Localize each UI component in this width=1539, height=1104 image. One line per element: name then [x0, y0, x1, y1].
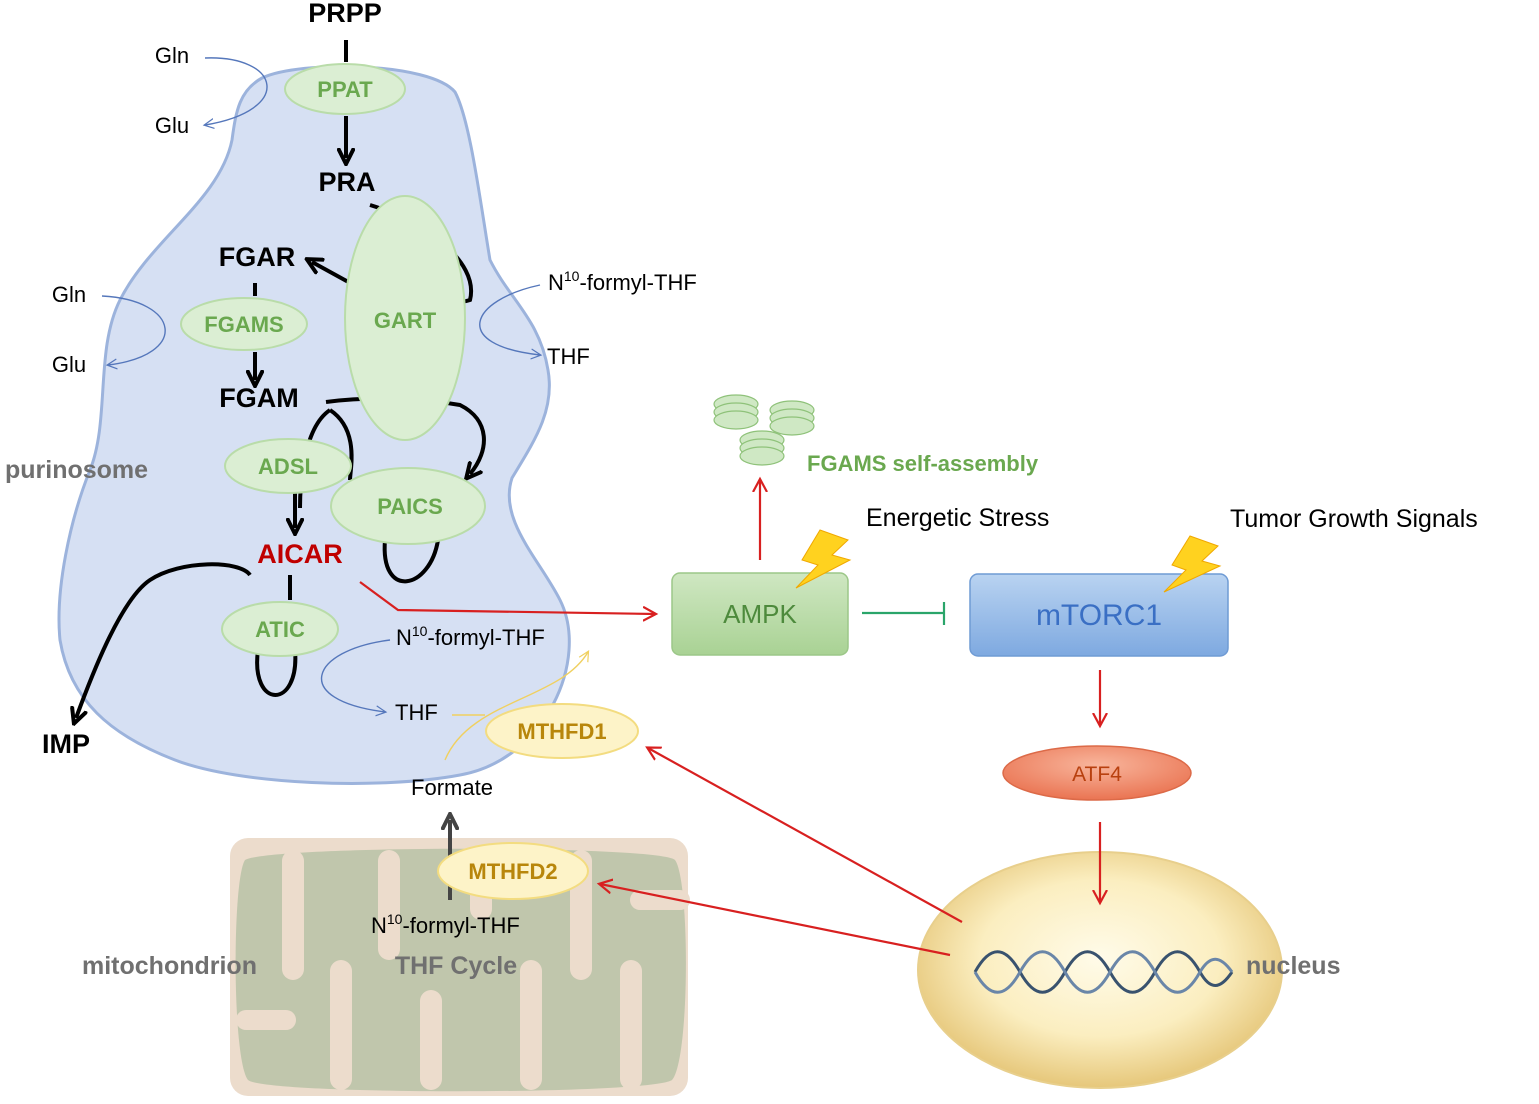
energetic-stress-label: Energetic Stress [866, 504, 1049, 532]
enzyme-label-atic: ATIC [255, 617, 305, 642]
tumor-growth-signals-label: Tumor Growth Signals [1230, 505, 1478, 533]
label-nucleus: nucleus [1246, 952, 1340, 980]
dna-helix-icon [973, 950, 1234, 994]
enzyme-mthfd1 [485, 703, 639, 759]
metabolite-aicar: AICAR [257, 539, 343, 569]
mtorc1-box [969, 573, 1229, 657]
cofactor-n10-formyl-thf: N10-formyl-THF [396, 623, 545, 650]
label-thf-cycle: THF Cycle [395, 952, 517, 980]
label-mitochondrion: mitochondrion [82, 952, 257, 980]
cofactor-arcs [101, 57, 540, 712]
label-purinosome: purinosome [5, 456, 148, 484]
cofactor-glu: Glu [52, 352, 86, 377]
cofactor-gln: Gln [52, 282, 86, 307]
enzyme-label-gart: GART [374, 308, 437, 333]
cofactor-thf: THF [395, 700, 438, 725]
metabolite-imp: IMP [42, 729, 90, 759]
lightning-bolt-icon [1163, 535, 1222, 593]
metabolite-fgam: FGAM [219, 383, 298, 413]
enzyme-atic [221, 601, 339, 657]
lightning-bolt-icon [795, 529, 852, 589]
metabolite-prpp: PRPP [308, 0, 382, 28]
cofactor-gln: Gln [155, 43, 189, 68]
enzyme-fgams [180, 297, 308, 351]
atf4-label: ATF4 [1072, 763, 1122, 786]
enzyme-label-adsl: ADSL [258, 454, 318, 479]
cofactor-formate: Formate [411, 775, 493, 800]
enzyme-gart [344, 195, 466, 441]
metabolite-fgar: FGAR [219, 242, 296, 272]
atf4-ellipse [1002, 745, 1192, 801]
enzyme-ppat [284, 63, 406, 115]
fgams-self-assembly-label: FGAMS self-assembly [807, 451, 1039, 476]
fgams-filament-icon [713, 394, 815, 466]
enzyme-label-paics: PAICS [377, 494, 443, 519]
cofactor-n10-formyl-thf: N10-formyl-THF [548, 268, 697, 295]
enzyme-label-mthfd2: MTHFD2 [468, 859, 557, 884]
cofactor-thf: THF [547, 344, 590, 369]
cofactor-n10-formyl-thf: N10-formyl-THF [371, 911, 520, 938]
regulatory-arrows [359, 480, 1100, 957]
enzyme-label-fgams: FGAMS [204, 312, 283, 337]
enzyme-mthfd2 [437, 842, 589, 900]
mthfd1-arc [444, 652, 588, 761]
metabolite-pra: PRA [318, 167, 375, 197]
ampk-box [671, 572, 849, 656]
enzyme-paics [330, 467, 486, 545]
mtorc1-label: mTORC1 [1036, 599, 1162, 632]
inhibition-bar [862, 602, 946, 625]
ampk-label: AMPK [723, 599, 797, 629]
cofactor-glu: Glu [155, 113, 189, 138]
enzyme-label-ppat: PPAT [317, 77, 373, 102]
purinosome-region [57, 65, 571, 785]
enzyme-adsl [224, 438, 352, 494]
enzyme-label-mthfd1: MTHFD1 [517, 719, 606, 744]
